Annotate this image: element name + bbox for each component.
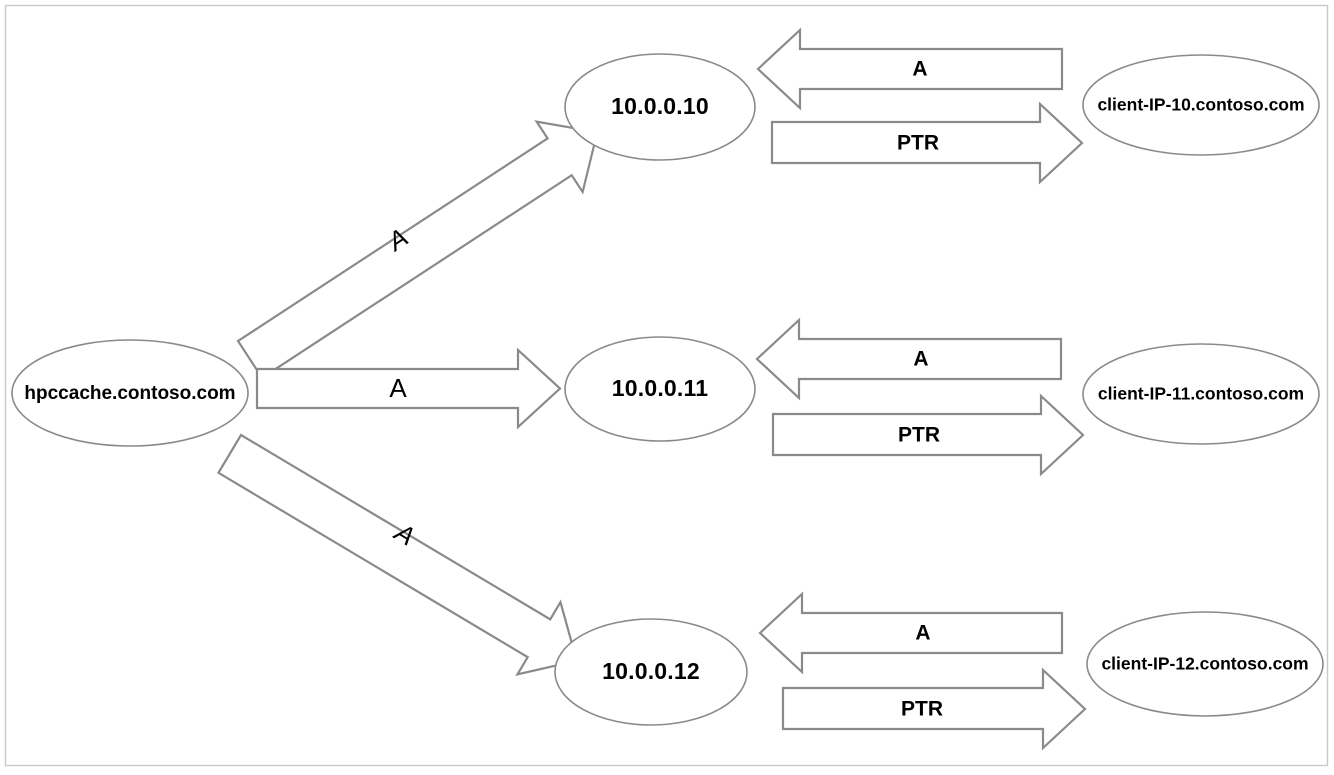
arrow-client-ptr-12-label: PTR <box>901 698 943 721</box>
node-ip-11-shape <box>564 336 756 442</box>
node-client-11-shape <box>1082 343 1320 445</box>
arrow-client-ptr-11-label: PTR <box>898 424 940 447</box>
node-client-11[interactable]: client-IP-11.contoso.com <box>1082 343 1320 445</box>
arrow-a-record-middle-shape <box>255 347 562 430</box>
node-ip-11-label: 10.0.0.11 <box>612 375 708 401</box>
node-hpccache-shape <box>11 339 249 447</box>
arrow-a-record-top-shape <box>236 120 599 380</box>
node-hpccache-label: hpccache.contoso.com <box>24 383 235 404</box>
arrow-client-ptr-11-shape <box>771 393 1085 477</box>
diagram-frame <box>4 4 1329 767</box>
node-hpccache[interactable]: hpccache.contoso.com <box>11 339 249 447</box>
arrow-client-a-10-shape <box>756 27 1064 111</box>
node-client-10-label: client-IP-10.contoso.com <box>1097 95 1304 115</box>
node-client-10[interactable]: client-IP-10.contoso.com <box>1082 54 1320 156</box>
arrow-client-ptr-11[interactable]: PTR <box>771 393 1085 477</box>
arrow-client-a-12[interactable]: A <box>758 591 1064 675</box>
arrow-client-ptr-12-shape <box>781 667 1087 751</box>
arrow-client-ptr-10-shape <box>770 101 1084 185</box>
arrow-client-a-10[interactable]: A <box>756 27 1064 111</box>
arrow-client-a-12-shape <box>758 591 1064 675</box>
arrow-client-a-12-label: A <box>915 622 930 645</box>
node-client-11-label: client-IP-11.contoso.com <box>1098 384 1304 404</box>
arrow-client-a-11[interactable]: A <box>755 317 1063 401</box>
node-ip-11[interactable]: 10.0.0.11 <box>564 336 756 442</box>
node-client-12-label: client-IP-12.contoso.com <box>1101 654 1308 674</box>
node-ip-12[interactable]: 10.0.0.12 <box>554 618 748 726</box>
arrow-client-a-11-label: A <box>913 348 928 371</box>
arrow-client-a-10-label: A <box>912 58 927 81</box>
arrow-client-ptr-10-label: PTR <box>897 132 939 155</box>
arrow-client-ptr-12[interactable]: PTR <box>781 667 1087 751</box>
node-client-12[interactable]: client-IP-12.contoso.com <box>1086 611 1324 717</box>
arrow-a-record-top[interactable]: A <box>227 97 620 395</box>
arrow-a-record-bottom[interactable]: A <box>208 418 598 697</box>
node-ip-10-shape <box>564 53 756 161</box>
arrow-a-record-middle[interactable]: A <box>255 347 562 430</box>
arrow-a-record-bottom-shape <box>216 433 579 676</box>
node-client-10-shape <box>1082 54 1320 156</box>
node-client-12-shape <box>1086 611 1324 717</box>
arrow-a-record-middle-label: A <box>389 373 407 403</box>
node-ip-12-label: 10.0.0.12 <box>602 658 700 684</box>
node-ip-12-shape <box>554 618 748 726</box>
node-ip-10-label: 10.0.0.10 <box>611 93 709 119</box>
node-ip-10[interactable]: 10.0.0.10 <box>564 53 756 161</box>
arrow-client-ptr-10[interactable]: PTR <box>770 101 1084 185</box>
arrow-client-a-11-shape <box>755 317 1063 401</box>
